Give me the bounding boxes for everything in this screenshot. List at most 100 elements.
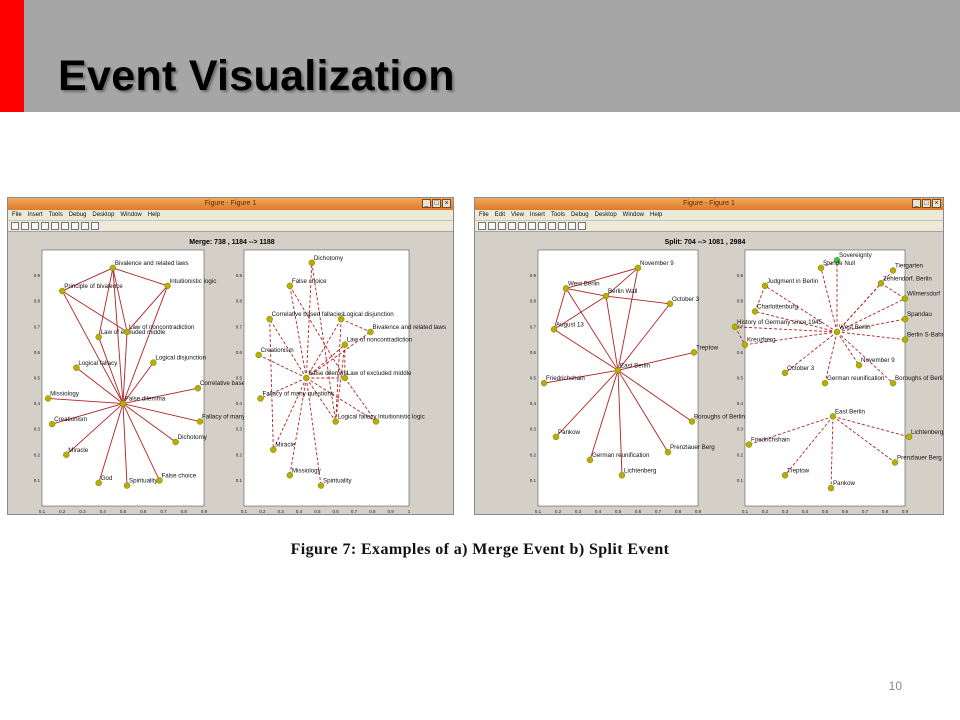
window-titlebar[interactable]: Figure - Figure 1 _ □ × <box>475 198 943 210</box>
graph-node[interactable] <box>123 328 131 336</box>
minimize-icon[interactable]: _ <box>422 199 431 208</box>
close-icon[interactable]: × <box>442 199 451 208</box>
graph-node[interactable] <box>877 280 885 287</box>
maximize-icon[interactable]: □ <box>922 199 931 208</box>
data-cursor-icon[interactable] <box>71 222 79 230</box>
graph-node[interactable] <box>367 328 374 336</box>
pointer-icon[interactable] <box>518 222 526 230</box>
graph-node[interactable] <box>550 326 558 333</box>
graph-node[interactable] <box>745 441 753 448</box>
zoom-in-icon[interactable] <box>528 222 536 230</box>
graph-node[interactable] <box>731 323 739 331</box>
pan-icon[interactable] <box>51 222 59 230</box>
menu-item-debug[interactable]: Debug <box>570 212 589 218</box>
print-icon[interactable] <box>508 222 516 230</box>
menu-item-view[interactable]: View <box>511 212 524 218</box>
graph-node[interactable] <box>664 449 672 456</box>
graph-node[interactable] <box>123 482 131 489</box>
graph-node[interactable] <box>341 374 349 382</box>
graph-node[interactable] <box>95 479 102 487</box>
graph-node[interactable] <box>891 459 899 466</box>
new-figure-icon[interactable] <box>478 222 486 230</box>
legend-icon[interactable] <box>91 222 99 230</box>
graph-node[interactable] <box>552 433 560 441</box>
save-icon[interactable] <box>498 222 506 230</box>
graph-node[interactable] <box>341 341 349 348</box>
menu-item-desktop[interactable]: Desktop <box>594 212 617 218</box>
graph-node[interactable] <box>889 379 897 387</box>
graph-node[interactable] <box>833 328 841 336</box>
graph-node[interactable] <box>855 361 863 369</box>
graph-node[interactable] <box>901 336 909 343</box>
graph-node[interactable] <box>303 374 310 382</box>
graph-node[interactable] <box>602 292 610 300</box>
graph-node[interactable] <box>194 385 202 392</box>
graph-node[interactable] <box>308 259 316 266</box>
graph-node[interactable] <box>781 472 789 479</box>
data-cursor-icon[interactable] <box>568 222 576 230</box>
graph-node[interactable] <box>266 315 273 323</box>
graph-node[interactable] <box>827 484 835 492</box>
graph-node[interactable] <box>372 418 380 425</box>
menu-item-insert[interactable]: Insert <box>27 212 43 218</box>
graph-node[interactable] <box>95 333 102 341</box>
graph-node[interactable] <box>817 264 825 272</box>
graph-node[interactable] <box>562 285 570 292</box>
graph-node[interactable] <box>666 300 674 307</box>
graph-node[interactable] <box>63 451 70 459</box>
graph-node[interactable] <box>48 420 56 428</box>
menu-item-window[interactable]: Window <box>120 212 142 218</box>
colorbar-icon[interactable] <box>81 222 89 230</box>
graph-node[interactable] <box>317 482 325 489</box>
graph-node[interactable] <box>286 472 294 479</box>
graph-node[interactable] <box>44 395 52 402</box>
menu-item-help[interactable]: Help <box>147 212 161 218</box>
menu-item-tools[interactable]: Tools <box>48 212 63 218</box>
rotate-icon[interactable] <box>558 222 566 230</box>
maximize-icon[interactable]: □ <box>432 199 441 208</box>
window-titlebar[interactable]: Figure - Figure 1 _ □ × <box>8 198 453 210</box>
graph-node[interactable] <box>781 369 789 377</box>
graph-node[interactable] <box>540 379 548 387</box>
menu-item-debug[interactable]: Debug <box>68 212 87 218</box>
graph-node[interactable] <box>286 282 294 290</box>
graph-node[interactable] <box>172 438 179 446</box>
zoom-in-icon[interactable] <box>31 222 39 230</box>
pointer-icon[interactable] <box>21 222 29 230</box>
graph-node[interactable] <box>905 433 913 441</box>
graph-node[interactable] <box>761 282 769 290</box>
menu-item-edit[interactable]: Edit <box>494 212 506 218</box>
graph-node[interactable] <box>690 349 698 356</box>
graph-node[interactable] <box>332 418 339 425</box>
print-icon[interactable] <box>11 222 19 230</box>
graph-node[interactable] <box>614 367 622 374</box>
minimize-icon[interactable]: _ <box>912 199 921 208</box>
menu-item-tools[interactable]: Tools <box>550 212 565 218</box>
graph-node[interactable] <box>901 315 909 323</box>
graph-node[interactable] <box>73 364 80 371</box>
open-icon[interactable] <box>488 222 496 230</box>
menu-item-file[interactable]: File <box>12 212 22 218</box>
graph-node[interactable] <box>586 456 594 464</box>
close-icon[interactable]: × <box>932 199 941 208</box>
graph-node[interactable] <box>751 308 759 315</box>
merge-figure-window[interactable]: Figure - Figure 1 _ □ × File Insert Tools D… <box>7 197 454 515</box>
graph-node[interactable] <box>833 257 841 264</box>
menu-item-window[interactable]: Window <box>622 212 644 218</box>
graph-node[interactable] <box>821 379 829 387</box>
graph-node[interactable] <box>196 418 204 425</box>
graph-node[interactable] <box>634 264 642 272</box>
graph-node[interactable] <box>164 282 171 290</box>
graph-node[interactable] <box>109 264 117 272</box>
graph-node[interactable] <box>889 267 897 274</box>
graph-node[interactable] <box>741 341 749 348</box>
menu-item-insert[interactable]: Insert <box>529 212 545 218</box>
pan-icon[interactable] <box>548 222 556 230</box>
graph-node[interactable] <box>829 413 837 420</box>
menu-item-file[interactable]: File <box>479 212 489 218</box>
rotate-icon[interactable] <box>61 222 69 230</box>
split-figure-window[interactable]: Figure - Figure 1 _ □ × File Edit View Inse… <box>474 197 944 515</box>
graph-node[interactable] <box>618 472 626 479</box>
zoom-out-icon[interactable] <box>41 222 49 230</box>
graph-node[interactable] <box>257 395 264 402</box>
